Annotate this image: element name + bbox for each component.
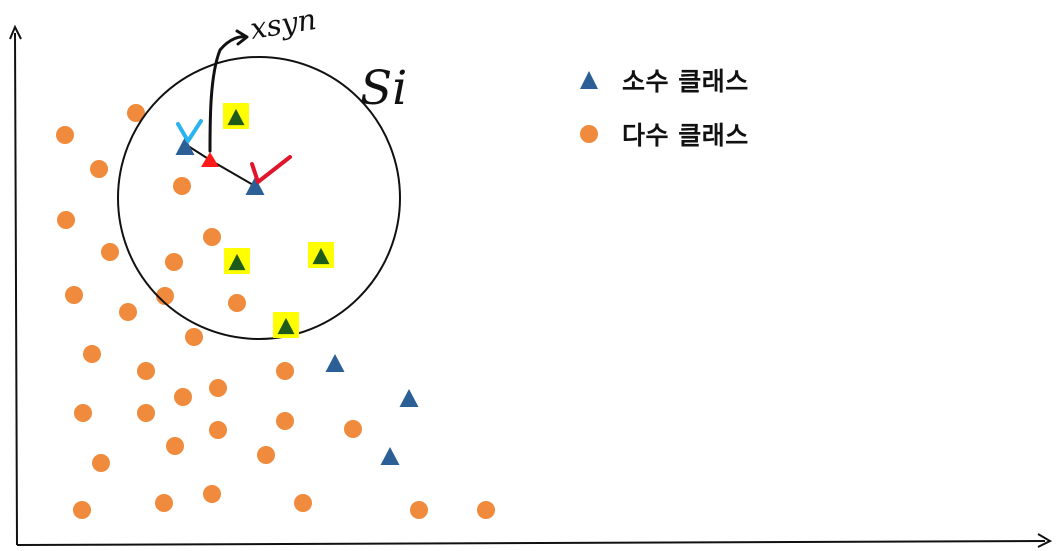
majority-point (127, 104, 145, 122)
majority-point (209, 379, 227, 397)
majority-point (209, 421, 227, 439)
majority-point (276, 362, 294, 380)
majority-point (83, 345, 101, 363)
minority-point (175, 136, 195, 156)
y-axis-arrowhead (9, 24, 22, 40)
majority-point (410, 501, 428, 519)
majority-points (56, 104, 495, 519)
highlighted-minority-point (312, 247, 330, 265)
synthetic-sample-label: xsyn (248, 2, 319, 46)
majority-point (73, 501, 91, 519)
majority-point (56, 126, 74, 144)
majority-point (276, 412, 294, 430)
majority-point (156, 287, 174, 305)
majority-point (477, 501, 495, 519)
majority-point (137, 362, 155, 380)
highlighted-minority-points (223, 103, 334, 338)
minority-point (380, 446, 400, 466)
neighborhood-label: Si (360, 61, 407, 116)
majority-point (203, 228, 221, 246)
minority-point (325, 353, 345, 373)
majority-point (174, 388, 192, 406)
legend-majority: 다수 클래스 (578, 116, 838, 152)
minority-points (175, 136, 419, 466)
line-to-right-neighbor (209, 159, 256, 187)
majority-point (203, 485, 221, 503)
minority-point (399, 388, 419, 408)
legend-majority-label: 다수 클래스 (622, 121, 749, 150)
majority-point (92, 454, 110, 472)
majority-point (173, 177, 191, 195)
majority-point (185, 328, 203, 346)
y-axis-line (14, 32, 18, 546)
interpolation-lines (184, 143, 256, 187)
majority-point (294, 494, 312, 512)
majority-point (166, 437, 184, 455)
synthetic-pointer-arrowhead-icon (235, 29, 249, 46)
highlighted-minority-point (277, 317, 295, 335)
majority-point (155, 494, 173, 512)
highlighted-minority-point (228, 253, 246, 271)
synthetic-pointer-arrow (208, 35, 248, 153)
red-check-mark-icon (250, 155, 292, 184)
majority-point (74, 404, 92, 422)
majority-point (65, 286, 83, 304)
legend: 소수 클래스 다수 클래스 (578, 62, 838, 170)
majority-point (57, 211, 75, 229)
legend-minority: 소수 클래스 (578, 62, 838, 98)
majority-point (165, 253, 183, 271)
majority-point (90, 160, 108, 178)
axes (9, 24, 1053, 548)
minority-point (245, 176, 265, 196)
x-axis-line (16, 540, 1046, 546)
minority-triangle-icon (578, 69, 600, 91)
x-axis-arrowhead (1037, 533, 1053, 548)
majority-point (101, 243, 119, 261)
synthetic-point-marker (201, 152, 219, 167)
neighborhood-circle (117, 56, 401, 340)
highlighted-minority-point (227, 108, 245, 126)
majority-point (257, 446, 275, 464)
majority-point (119, 303, 137, 321)
blue-check-mark-icon (176, 119, 203, 143)
majority-point (228, 294, 246, 312)
majority-circle-icon (578, 123, 600, 145)
majority-point (137, 404, 155, 422)
majority-point (344, 420, 362, 438)
legend-minority-label: 소수 클래스 (622, 67, 749, 96)
